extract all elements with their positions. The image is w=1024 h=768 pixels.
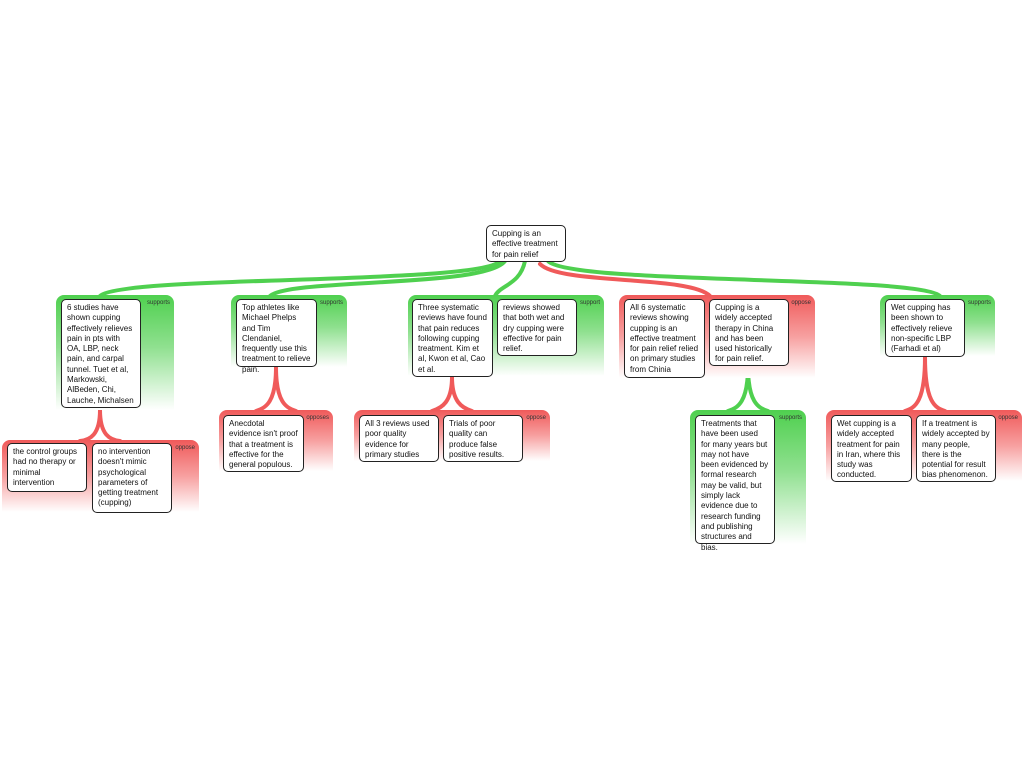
reason-box[interactable]: Wet cupping has been shown to effectivel… [885, 299, 965, 357]
group-label: oppose [791, 300, 811, 306]
link-root-g4 [538, 262, 712, 298]
group-label: supports [146, 300, 170, 306]
group-label: oppose [998, 415, 1018, 421]
group-label: supports [967, 300, 991, 306]
link-root-g2 [268, 259, 507, 298]
objection-box[interactable]: If a treatment is widely accepted by man… [916, 415, 996, 482]
objection-box[interactable]: the control groups had no therapy or min… [7, 443, 87, 492]
objection-box[interactable]: Trials of poor quality can produce false… [443, 415, 523, 462]
objection-box[interactable]: Anecdotal evidence isn't proof that a tr… [223, 415, 304, 472]
reason-box[interactable]: 6 studies have shown cupping effectively… [61, 299, 141, 408]
reason-box[interactable]: Treatments that have been used for many … [695, 415, 775, 552]
link-root-g3 [493, 259, 527, 298]
group-label: support [579, 300, 600, 306]
reason-box[interactable]: reviews showed that both wet and dry cup… [497, 299, 577, 356]
objection-box[interactable]: Cupping is a widely accepted therapy in … [709, 299, 789, 366]
objection-box[interactable]: All 3 reviews used poor quality evidence… [359, 415, 439, 462]
objection-box[interactable]: All 6 systematic reviews showing cupping… [624, 299, 705, 378]
group-label: oppose [526, 415, 546, 421]
link-root-g5 [546, 259, 942, 298]
group-label: oppose [175, 445, 195, 451]
link-root-g1 [98, 259, 502, 298]
group-label: opposes [306, 415, 329, 421]
reason-box[interactable]: Top athletes like Michael Phelps and Tim… [236, 299, 317, 374]
objection-box[interactable]: Wet cupping is a widely accepted treatme… [831, 415, 912, 482]
root-claim[interactable]: Cupping is an effective treatment for pa… [486, 225, 566, 262]
group-label: supports [319, 300, 343, 306]
reason-box[interactable]: Three systematic reviews have found that… [412, 299, 493, 377]
group-label: supports [778, 415, 802, 421]
objection-box[interactable]: no intervention doesn't mimic psychologi… [92, 443, 172, 513]
